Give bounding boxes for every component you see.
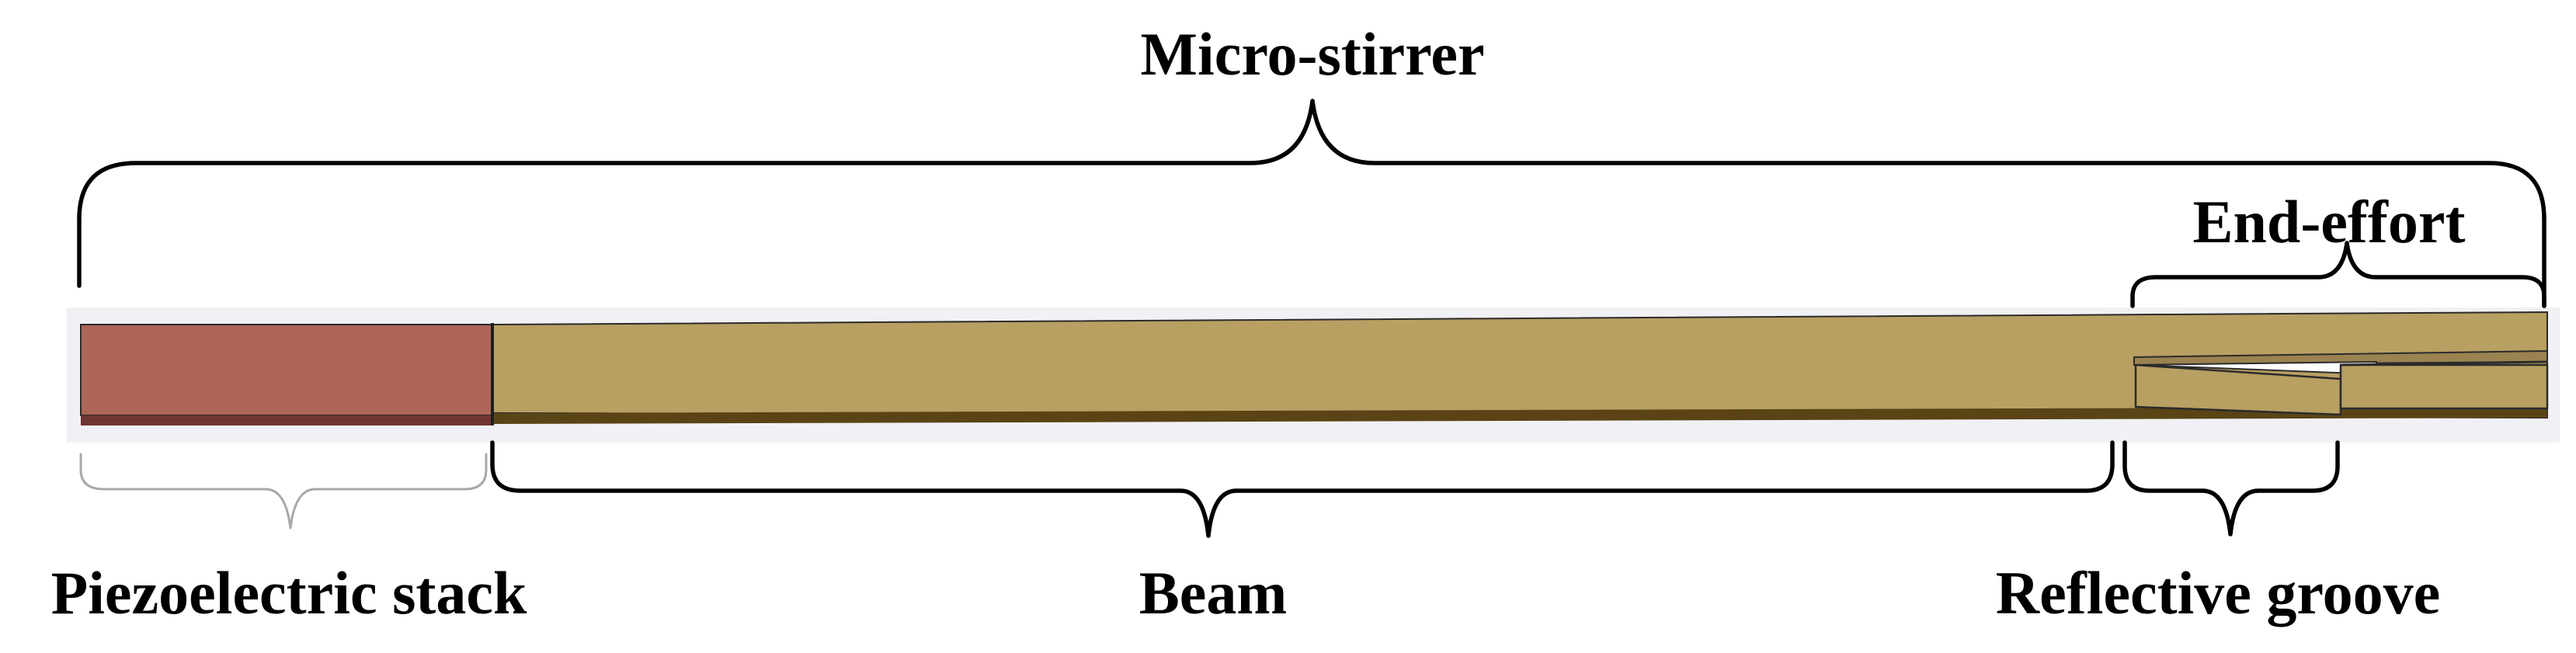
micro-stirrer-label: Micro-stirrer: [1140, 20, 1484, 88]
micro-stirrer-brace: [77, 99, 2546, 308]
micro-stirrer-body: [80, 311, 2549, 425]
end-effort-brace: [2130, 241, 2546, 308]
beam-brace: [490, 440, 2115, 538]
piezoelectric-stack: [80, 324, 493, 416]
piezoelectric-stack-bottom-edge: [81, 415, 492, 425]
end-effort-label: End-effort: [2193, 188, 2466, 255]
end-effector-angled-block: [2134, 363, 2342, 416]
beam-label: Beam: [1139, 559, 1288, 627]
beam-bottom-edge: [492, 407, 2547, 424]
end-effector-right-block: [2339, 363, 2549, 410]
end-effector-edge-line: [2340, 360, 2548, 366]
end-effector: [2133, 349, 2549, 416]
piezoelectric-stack-brace: [79, 453, 488, 530]
reflective-groove-brace: [2122, 440, 2340, 537]
reflective-groove-label: Reflective groove: [1996, 559, 2440, 627]
piezoelectric-stack-label: Piezoelectric stack: [51, 559, 527, 627]
